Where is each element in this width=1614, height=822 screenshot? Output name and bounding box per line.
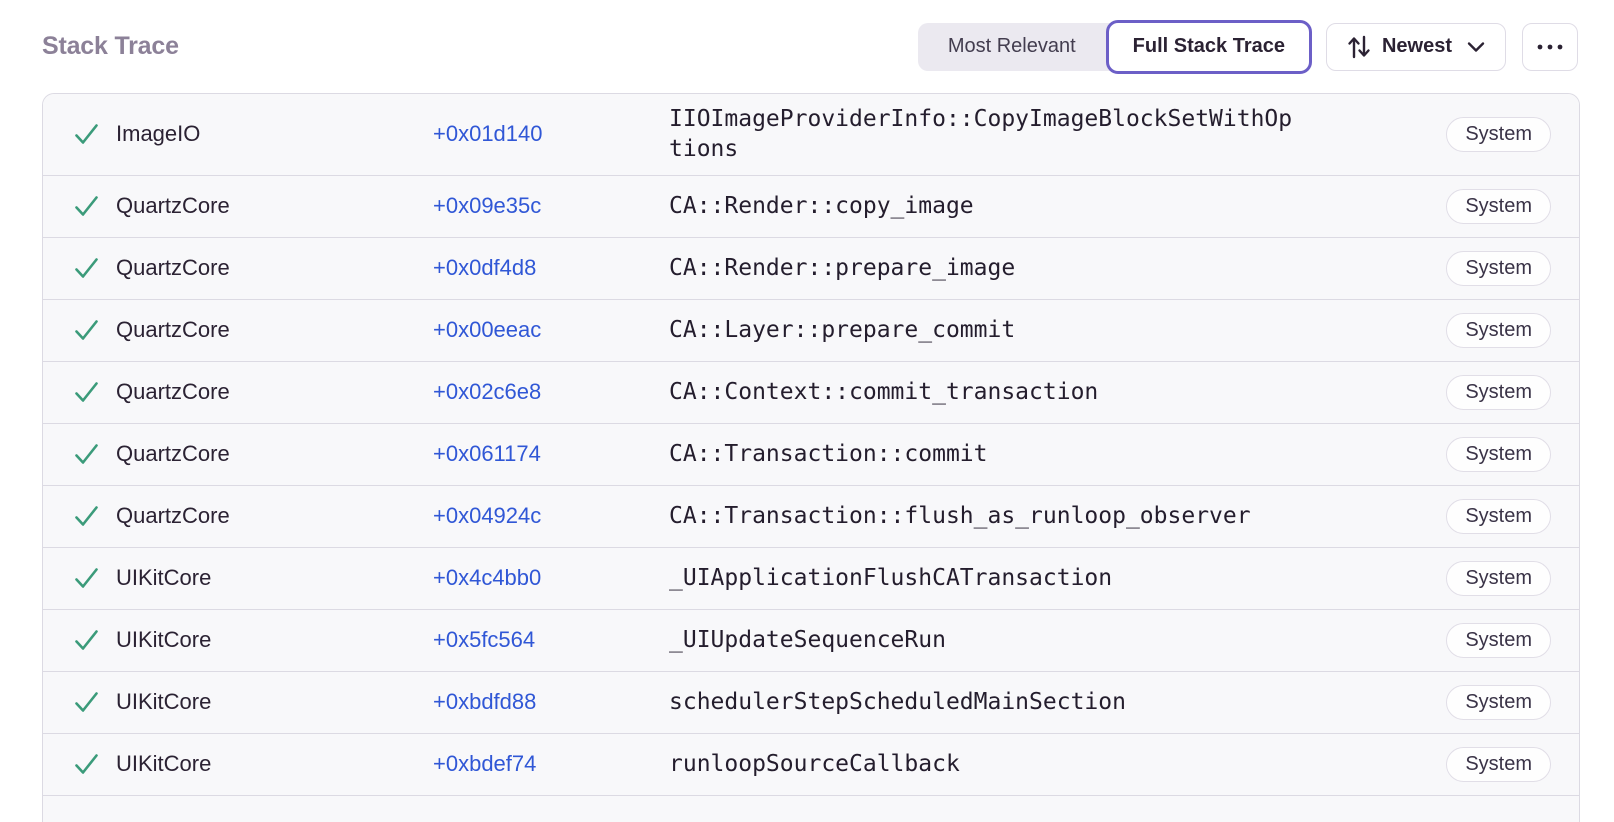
in-app-check-icon [73,565,116,592]
sort-order-label: Newest [1381,35,1452,57]
frame-offset-link[interactable]: +0x0df4d8 [433,255,537,281]
chevron-down-icon [1467,41,1485,53]
in-app-check-icon [73,751,116,778]
frame-offset-link[interactable]: +0x5fc564 [433,627,536,653]
stack-frame-row[interactable]: QuartzCore +0x04924c CA::Transaction::fl… [43,484,1579,547]
frame-offset-link[interactable]: +0x061174 [433,441,541,467]
in-app-check-icon [73,627,116,654]
frame-offset-link[interactable]: +0x09e35c [433,193,542,219]
view-toggle-segmented-control: Most Relevant Full Stack Trace [917,19,1312,74]
frame-module-label: UIKitCore [116,751,212,777]
stack-frame-row[interactable]: UIKitCore +0x5fc564 _UIUpdateSequenceRun… [43,608,1579,671]
frame-module-label: UIKitCore [116,689,212,715]
frame-function-label: schedulerStepScheduledMainSection [669,689,1126,716]
stack-frame-row[interactable]: QuartzCore +0x0df4d8 CA::Render::prepare… [43,236,1579,299]
frame-system-badge: System [1446,684,1551,720]
in-app-check-icon [73,441,116,468]
frame-function-label: runloopSourceCallback [669,751,960,778]
in-app-check-icon [73,503,116,530]
sort-order-button[interactable]: Newest [1325,22,1506,71]
frame-function-label: CA::Render::copy_image [669,193,974,220]
frame-module-label: QuartzCore [116,193,230,219]
frame-module-label: UIKitCore [116,565,212,591]
frame-function-label: CA::Transaction::flush_as_runloop_observ… [669,503,1251,530]
frame-system-badge: System [1446,250,1551,286]
frame-function-label: IIOImageProviderInfo::CopyImageBlockSetW… [669,106,1293,163]
frame-system-badge: System [1446,312,1551,348]
frame-module-label: QuartzCore [116,255,230,281]
in-app-check-icon [73,121,116,148]
clipped-next-row [43,794,1579,822]
frame-offset-link[interactable]: +0x4c4bb0 [433,565,542,591]
frame-function-label: CA::Layer::prepare_commit [669,317,1016,344]
frame-system-badge: System [1446,746,1551,782]
stack-trace-panel: ImageIO +0x01d140 IIOImageProviderInfo::… [42,93,1580,822]
stack-frame-row[interactable]: QuartzCore +0x02c6e8 CA::Context::commit… [43,360,1579,423]
frame-system-badge: System [1446,116,1551,152]
stack-trace-header: Stack Trace Most Relevant Full Stack Tra… [42,0,1578,93]
in-app-check-icon [73,255,116,282]
stack-frame-row[interactable]: UIKitCore +0xbdef74 runloopSourceCallbac… [43,732,1579,795]
in-app-check-icon [73,193,116,220]
ellipsis-icon [1536,43,1564,51]
in-app-check-icon [73,317,116,344]
frame-function-label: _UIApplicationFlushCATransaction [669,565,1113,592]
frame-system-badge: System [1446,622,1551,658]
frame-module-label: QuartzCore [116,379,230,405]
frame-module-label: QuartzCore [116,441,230,467]
frame-module-label: ImageIO [116,121,201,147]
frame-module-label: QuartzCore [116,317,230,343]
page-title: Stack Trace [42,32,179,60]
frame-function-label: CA::Render::prepare_image [669,255,1016,282]
stack-frame-row[interactable]: ImageIO +0x01d140 IIOImageProviderInfo::… [43,94,1579,175]
in-app-check-icon [73,689,116,716]
full-stack-trace-button[interactable]: Full Stack Trace [1105,19,1312,74]
in-app-check-icon [73,379,116,406]
frame-system-badge: System [1446,188,1551,224]
frame-offset-link[interactable]: +0xbdef74 [433,751,537,777]
frame-system-badge: System [1446,560,1551,596]
frame-function-label: CA::Transaction::commit [669,441,988,468]
frame-offset-link[interactable]: +0x01d140 [433,121,543,147]
stack-frame-row[interactable]: UIKitCore +0x4c4bb0 _UIApplicationFlushC… [43,546,1579,609]
frame-system-badge: System [1446,374,1551,410]
frame-offset-link[interactable]: +0x04924c [433,503,542,529]
frame-system-badge: System [1446,436,1551,472]
stack-trace-list: ImageIO +0x01d140 IIOImageProviderInfo::… [43,94,1579,795]
frame-system-badge: System [1446,498,1551,534]
stack-frame-row[interactable]: QuartzCore +0x061174 CA::Transaction::co… [43,422,1579,485]
frame-offset-link[interactable]: +0x02c6e8 [433,379,542,405]
header-controls: Most Relevant Full Stack Trace Newest [917,19,1578,74]
frame-function-label: _UIUpdateSequenceRun [669,627,946,654]
frame-module-label: QuartzCore [116,503,230,529]
sort-arrows-icon [1347,34,1371,60]
stack-frame-row[interactable]: QuartzCore +0x00eeac CA::Layer::prepare_… [43,298,1579,361]
most-relevant-button[interactable]: Most Relevant [918,23,1106,71]
frame-offset-link[interactable]: +0x00eeac [433,317,542,343]
frame-function-label: CA::Context::commit_transaction [669,379,1099,406]
stack-frame-row[interactable]: QuartzCore +0x09e35c CA::Render::copy_im… [43,174,1579,237]
frame-offset-link[interactable]: +0xbdfd88 [433,689,537,715]
stack-frame-row[interactable]: UIKitCore +0xbdfd88 schedulerStepSchedul… [43,670,1579,733]
more-options-button[interactable] [1522,22,1578,71]
frame-module-label: UIKitCore [116,627,212,653]
